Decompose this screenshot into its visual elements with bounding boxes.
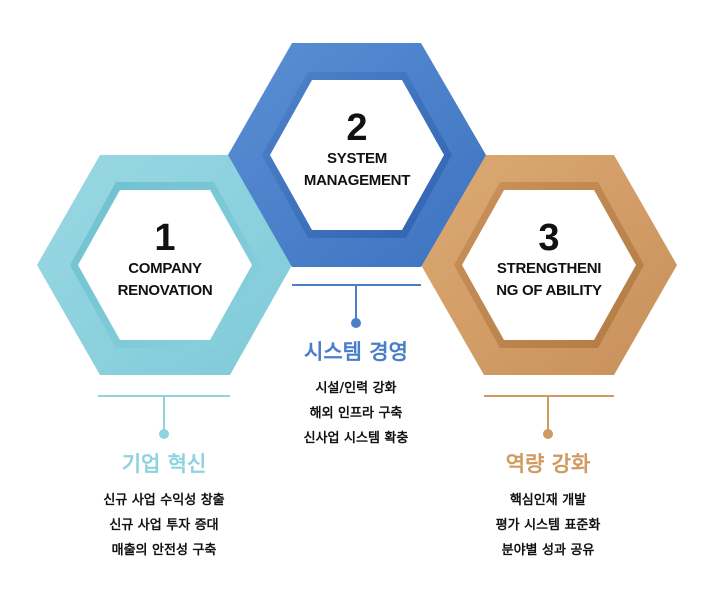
list-item: 해외 인프라 구축 [309, 406, 403, 421]
list-item: 신규 사업 수익성 창출 [103, 493, 225, 508]
list-item: 핵심인재 개발 [509, 493, 587, 508]
hexagon-3-number: 3 [538, 217, 560, 259]
hexagon-3-name: NG OF ABILITY [496, 282, 602, 299]
hexagon-2 [228, 43, 486, 267]
hexagon-2-number: 2 [346, 107, 368, 149]
block-title: 시스템 경영 [304, 340, 408, 364]
hexagon-1-label: 1 COMPANY RENOVATION [80, 218, 250, 302]
list-item: 신규 사업 투자 증대 [109, 518, 219, 533]
block-system-management: 시스템 경영 시설/인력 강화 해외 인프라 구축 신사업 시스템 확충 [256, 336, 456, 451]
block-title: 역량 강화 [505, 452, 591, 476]
connector-2 [292, 284, 421, 328]
list-item: 분야별 성과 공유 [501, 543, 595, 558]
hexagon-2-label: 2 SYSTEM MANAGEMENT [272, 108, 442, 192]
hexagon-2-name: SYSTEM [327, 150, 387, 167]
hexagon-3-name: STRENGTHENI [496, 260, 602, 277]
list-item: 신사업 시스템 확충 [303, 431, 409, 446]
hexagon-1-number: 1 [154, 217, 176, 259]
hexagon-3 [421, 155, 677, 375]
hexagon-3-label: 3 STRENGTHENI NG OF ABILITY [464, 218, 634, 302]
list-item: 평가 시스템 표준화 [495, 518, 601, 533]
list-item: 시설/인력 강화 [315, 381, 397, 396]
hexagon-1 [37, 155, 292, 375]
hexagon-1-name: RENOVATION [117, 282, 213, 299]
hexagon-1-name: COMPANY [128, 260, 202, 277]
block-title: 기업 혁신 [121, 452, 207, 476]
block-corporate-innovation: 기업 혁신 신규 사업 수익성 창출 신규 사업 투자 증대 매출의 안전성 구… [64, 448, 264, 563]
block-capability-strengthening: 역량 강화 핵심인재 개발 평가 시스템 표준화 분야별 성과 공유 [448, 448, 648, 563]
connector-3 [484, 395, 614, 439]
list-item: 매출의 안전성 구축 [111, 543, 217, 558]
hexagon-2-name: MANAGEMENT [303, 172, 411, 189]
connector-1 [98, 395, 230, 439]
